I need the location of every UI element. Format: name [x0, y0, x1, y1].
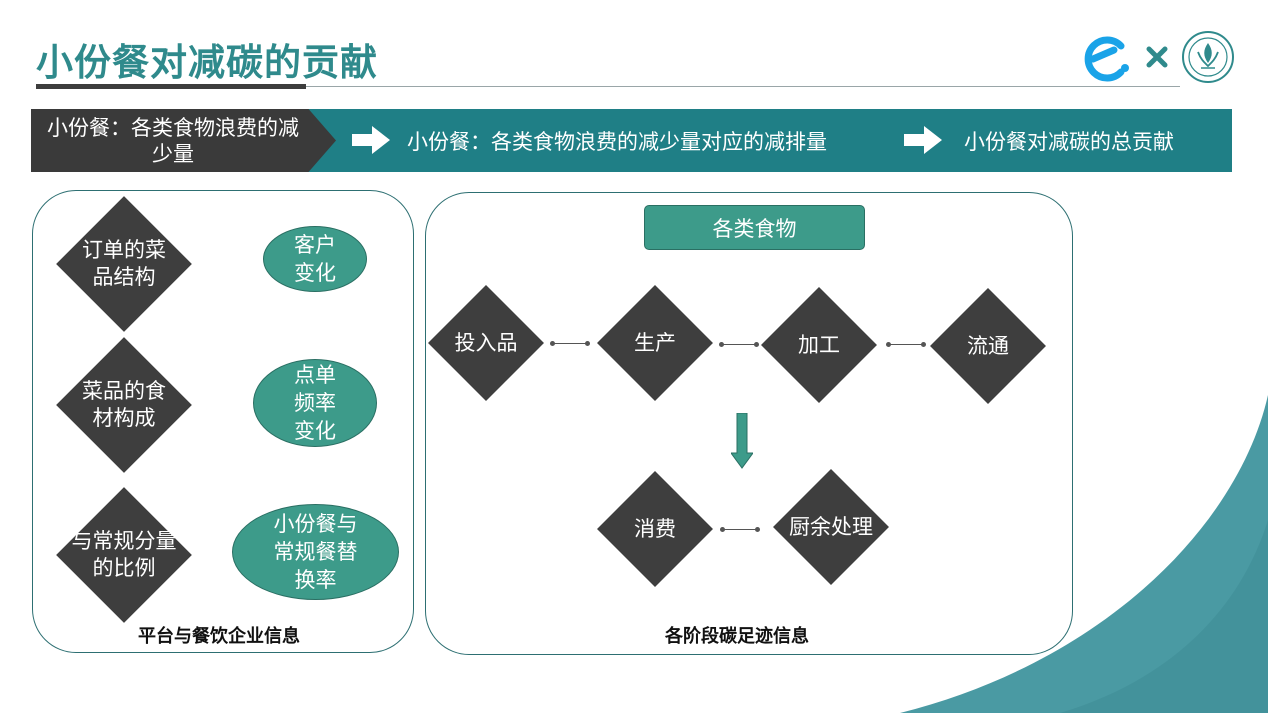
connector-dot — [921, 342, 926, 347]
ellipse-node: 点单频率变化 — [253, 359, 377, 447]
ellipse-label: 点单频率变化 — [294, 363, 336, 443]
connector-dot — [720, 527, 725, 532]
banner-step-2: 小份餐：各类食物浪费的减少量对应的减排量 — [407, 130, 827, 154]
stage-label: 流通 — [967, 334, 1009, 358]
banner-first-segment — [31, 109, 336, 172]
connector-line — [553, 343, 587, 344]
left-panel-caption: 平台与餐饮企业信息 — [138, 626, 300, 647]
carbon-footprint-panel — [425, 192, 1073, 655]
connector-dot — [754, 342, 759, 347]
food-category-box: 各类食物 — [644, 205, 865, 250]
institute-seal-icon — [1182, 31, 1234, 83]
arrow-right-icon — [352, 126, 390, 154]
connector-dot — [550, 341, 555, 346]
stage-label: 投入品 — [454, 331, 518, 355]
stage-label: 厨余处理 — [789, 515, 873, 539]
connector-line — [723, 529, 757, 530]
ellipse-node: 客户变化 — [263, 226, 367, 292]
connector-line — [889, 344, 923, 345]
ellipse-node: 小份餐与常规餐替换率 — [232, 504, 399, 600]
connector-dot — [886, 342, 891, 347]
stage-label: 加工 — [798, 333, 840, 357]
stage-label: 消费 — [634, 517, 676, 541]
connector-dot — [755, 527, 760, 532]
arrow-right-icon — [904, 126, 942, 154]
title-divider — [306, 86, 1180, 87]
title-underline-accent — [36, 84, 306, 89]
connector-dot — [585, 341, 590, 346]
eleme-logo-icon — [1084, 36, 1129, 82]
ellipse-label: 小份餐与常规餐替换率 — [273, 512, 358, 592]
stage-label: 生产 — [634, 331, 676, 355]
diamond-label: 菜品的食材构成 — [82, 379, 166, 430]
connector-dot — [719, 342, 724, 347]
connector-line — [722, 344, 756, 345]
banner-step-1: 小份餐：各类食物浪费的减少量 — [47, 116, 299, 166]
diamond-label: 订单的菜品结构 — [82, 238, 166, 289]
diamond-label: 与常规分量的比例 — [71, 529, 177, 580]
arrow-down-icon — [731, 413, 753, 469]
cross-icon — [1146, 46, 1168, 68]
right-panel-caption: 各阶段碳足迹信息 — [665, 626, 809, 647]
page-title: 小份餐对减碳的贡献 — [36, 41, 378, 84]
ellipse-label: 客户变化 — [294, 233, 336, 285]
banner-step-3: 小份餐对减碳的总贡献 — [964, 130, 1174, 154]
